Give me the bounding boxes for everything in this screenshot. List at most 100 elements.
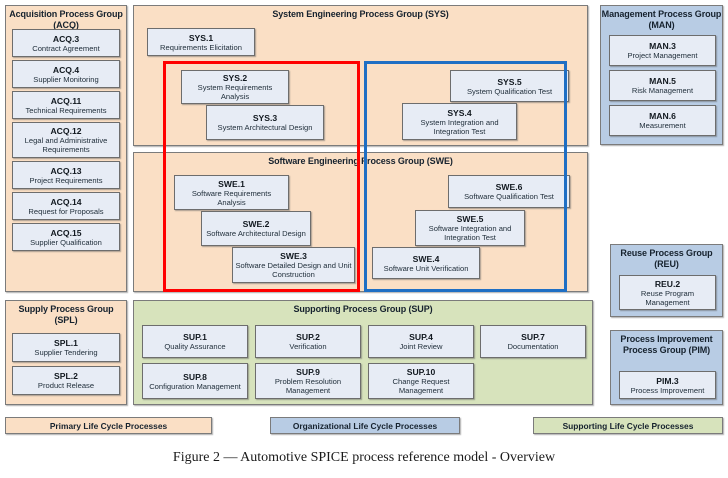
process-id: MAN.6 — [649, 111, 676, 121]
process-id: ACQ.13 — [50, 165, 82, 176]
group-panel-man: Management Process Group (MAN) MAN.3 Pro… — [600, 5, 723, 145]
process-box-acq-11[interactable]: ACQ.11 Technical Requirements — [12, 91, 120, 119]
group-panel-sys: System Engineering Process Group (SYS) S… — [133, 5, 588, 146]
process-box-sys-2[interactable]: SYS.2 System Requirements Analysis — [181, 70, 289, 104]
group-title-pim: Process Improvement Process Group (PIM) — [620, 334, 713, 355]
process-id: SWE.1 — [218, 178, 245, 189]
process-box-sup-8[interactable]: SUP.8 Configuration Management — [142, 363, 248, 399]
process-box-swe-4[interactable]: SWE.4 Software Unit Verification — [372, 247, 480, 279]
process-id: SUP.7 — [521, 332, 545, 342]
process-name: Software Detailed Design and Unit Constr… — [235, 261, 352, 279]
process-name: Documentation — [507, 342, 559, 351]
group-title-swe: Software Engineering Process Group (SWE) — [268, 156, 453, 166]
process-box-sup-9[interactable]: SUP.9 Problem Resolution Management — [255, 363, 361, 399]
process-name: Software Requirements Analysis — [191, 188, 272, 207]
process-name: Software Qualification Test — [464, 192, 554, 201]
process-id: SYS.1 — [188, 32, 214, 43]
process-name: Software Integration and Integration Tes… — [428, 224, 512, 242]
process-box-sup-7[interactable]: SUP.7 Documentation — [480, 325, 586, 358]
process-box-spl-2[interactable]: SPL.2 Product Release — [12, 366, 120, 395]
process-name: Supplier Tendering — [34, 348, 98, 357]
group-title-sup: Supporting Process Group (SUP) — [293, 304, 433, 314]
process-box-man-6[interactable]: MAN.6 Measurement — [609, 105, 716, 136]
figure-caption: Figure 2 — Automotive SPICE process refe… — [172, 450, 556, 465]
process-name: Supplier Monitoring — [33, 74, 99, 84]
process-box-sup-1[interactable]: SUP.1 Quality Assurance — [142, 325, 248, 358]
process-name: System Architectural Design — [217, 123, 313, 132]
group-panel-sup: Supporting Process Group (SUP) SUP.1 Qua… — [133, 300, 593, 405]
process-id: SYS.3 — [252, 113, 278, 123]
process-box-reu-2[interactable]: REU.2 Reuse Program Management — [619, 275, 716, 310]
process-box-swe-6[interactable]: SWE.6 Software Qualification Test — [448, 175, 570, 208]
process-id: ACQ.11 — [50, 95, 82, 106]
process-box-sys-5[interactable]: SYS.5 System Qualification Test — [450, 70, 569, 102]
process-id: PIM.3 — [656, 375, 679, 386]
group-panel-acq: Acquisition Process Group (ACQ) ACQ.3 Co… — [5, 5, 127, 292]
process-box-acq-14[interactable]: ACQ.14 Request for Proposals — [12, 192, 120, 220]
process-name: Software Unit Verification — [383, 263, 469, 273]
process-id: SUP.10 — [406, 367, 436, 377]
group-title-reu: Reuse Process Group (REU) — [620, 248, 713, 269]
process-box-man-3[interactable]: MAN.3 Project Management — [609, 35, 716, 66]
process-box-sup-10[interactable]: SUP.10 Change Request Management — [368, 363, 474, 399]
process-id: ACQ.14 — [50, 196, 82, 207]
process-id: SWE.4 — [412, 253, 440, 264]
process-name: Reuse Program Management — [640, 288, 695, 307]
process-box-pim-3[interactable]: PIM.3 Process Improvement — [619, 371, 716, 399]
process-name: Process Improvement — [630, 385, 705, 395]
process-box-acq-3[interactable]: ACQ.3 Contract Agreement — [12, 29, 120, 57]
process-box-sup-2[interactable]: SUP.2 Verification — [255, 325, 361, 358]
process-name: Measurement — [639, 121, 686, 130]
process-id: SYS.2 — [222, 73, 248, 83]
group-panel-swe: Software Engineering Process Group (SWE)… — [133, 152, 588, 292]
process-name: Configuration Management — [149, 381, 241, 391]
process-box-swe-2[interactable]: SWE.2 Software Architectural Design — [201, 211, 311, 246]
process-id: ACQ.15 — [50, 227, 82, 238]
process-box-acq-4[interactable]: ACQ.4 Supplier Monitoring — [12, 60, 120, 88]
group-panel-spl: Supply Process Group (SPL) SPL.1 Supplie… — [5, 300, 127, 405]
process-id: SWE.6 — [495, 182, 523, 192]
process-name: Project Requirements — [29, 175, 103, 185]
process-id: SPL.2 — [54, 371, 78, 381]
process-name: System Qualification Test — [466, 86, 553, 96]
process-name: Verification — [289, 342, 327, 351]
process-id: SWE.2 — [242, 219, 270, 229]
process-box-sup-4[interactable]: SUP.4 Joint Review — [368, 325, 474, 358]
group-title-sys: System Engineering Process Group (SYS) — [272, 9, 449, 19]
process-box-man-5[interactable]: MAN.5 Risk Management — [609, 70, 716, 101]
process-box-acq-13[interactable]: ACQ.13 Project Requirements — [12, 161, 120, 189]
legend-label: Organizational Life Cycle Processes — [292, 420, 438, 431]
process-id: ACQ.12 — [50, 126, 82, 136]
process-box-sys-4[interactable]: SYS.4 System Integration and Integration… — [402, 103, 517, 140]
process-box-sys-3[interactable]: SYS.3 System Architectural Design — [206, 105, 324, 140]
group-panel-pim: Process Improvement Process Group (PIM) … — [610, 330, 723, 405]
process-id: SUP.1 — [183, 332, 207, 342]
process-box-acq-15[interactable]: ACQ.15 Supplier Qualification — [12, 223, 120, 251]
process-id: ACQ.4 — [52, 64, 80, 75]
process-box-sys-1[interactable]: SYS.1 Requirements Elicitation — [147, 28, 255, 56]
process-box-swe-1[interactable]: SWE.1 Software Requirements Analysis — [174, 175, 289, 210]
process-id: SUP.8 — [183, 371, 207, 382]
legend-supporting-life-cycle: Supporting Life Cycle Processes — [533, 417, 723, 434]
process-name: System Integration and Integration Test — [420, 117, 499, 136]
process-id: SWE.3 — [280, 251, 307, 261]
process-name: Contract Agreement — [32, 43, 100, 53]
process-name: Legal and Administrative Requirements — [24, 136, 108, 154]
process-id: SPL.1 — [54, 338, 78, 348]
process-id: SYS.4 — [447, 107, 472, 118]
process-box-swe-5[interactable]: SWE.5 Software Integration and Integrati… — [415, 210, 525, 246]
process-id: SUP.2 — [296, 332, 320, 342]
process-name: Requirements Elicitation — [160, 42, 242, 52]
process-id: SWE.5 — [456, 214, 484, 224]
process-id: SUP.9 — [296, 367, 320, 377]
process-name: Change Request Management — [392, 377, 450, 395]
legend-label: Supporting Life Cycle Processes — [562, 420, 694, 431]
legend-label: Primary Life Cycle Processes — [49, 420, 168, 431]
process-box-spl-1[interactable]: SPL.1 Supplier Tendering — [12, 333, 120, 362]
process-name: Project Management — [627, 51, 698, 60]
process-box-acq-12[interactable]: ACQ.12 Legal and Administrative Requirem… — [12, 122, 120, 158]
process-name: Quality Assurance — [164, 342, 226, 351]
process-name: System Requirements Analysis — [197, 83, 273, 101]
process-name: Software Architectural Design — [206, 229, 306, 238]
process-box-swe-3[interactable]: SWE.3 Software Detailed Design and Unit … — [232, 247, 355, 283]
